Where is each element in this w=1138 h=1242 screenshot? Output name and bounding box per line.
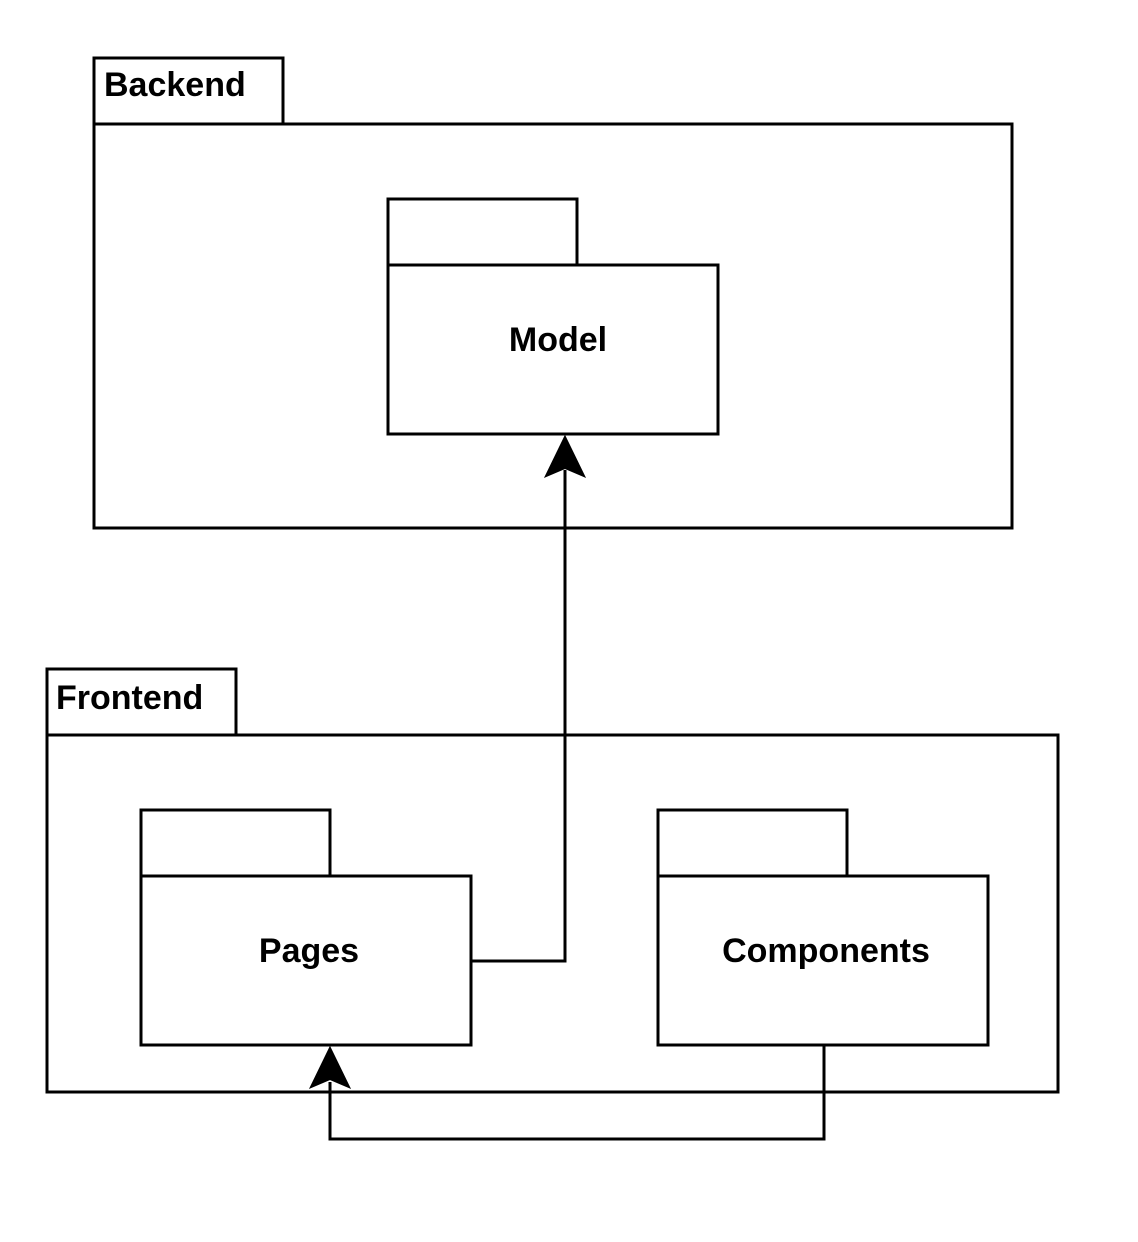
components-package-tab [656, 808, 849, 878]
pages-package[interactable]: Pages [139, 808, 473, 1047]
backend-package-body [92, 122, 1014, 530]
pages-package-label: Pages [259, 932, 359, 970]
frontend-package-label: Frontend [56, 679, 203, 717]
arrowhead-pages-icon [308, 1045, 352, 1089]
model-package[interactable]: Model [386, 197, 720, 436]
model-package-body [386, 263, 720, 436]
backend-package-label: Backend [104, 66, 246, 104]
backend-package[interactable]: Backend [92, 56, 1014, 530]
connector-components-to-pages[interactable] [308, 1045, 826, 1141]
model-package-label: Model [509, 321, 607, 359]
connector-pages-to-model[interactable] [471, 434, 587, 963]
connector-pages-to-model-line [471, 470, 567, 963]
frontend-package-body [45, 733, 1060, 1094]
model-package-tab [386, 197, 579, 267]
pages-package-tab [139, 808, 332, 878]
arrowhead-model-icon [543, 434, 587, 478]
connector-components-to-pages-line [328, 1045, 826, 1141]
components-package-label: Components [722, 932, 930, 970]
components-package[interactable]: Components [656, 808, 990, 1047]
components-package-body [656, 874, 990, 1047]
frontend-package[interactable]: Frontend [45, 667, 1060, 1094]
pages-package-body [139, 874, 473, 1047]
